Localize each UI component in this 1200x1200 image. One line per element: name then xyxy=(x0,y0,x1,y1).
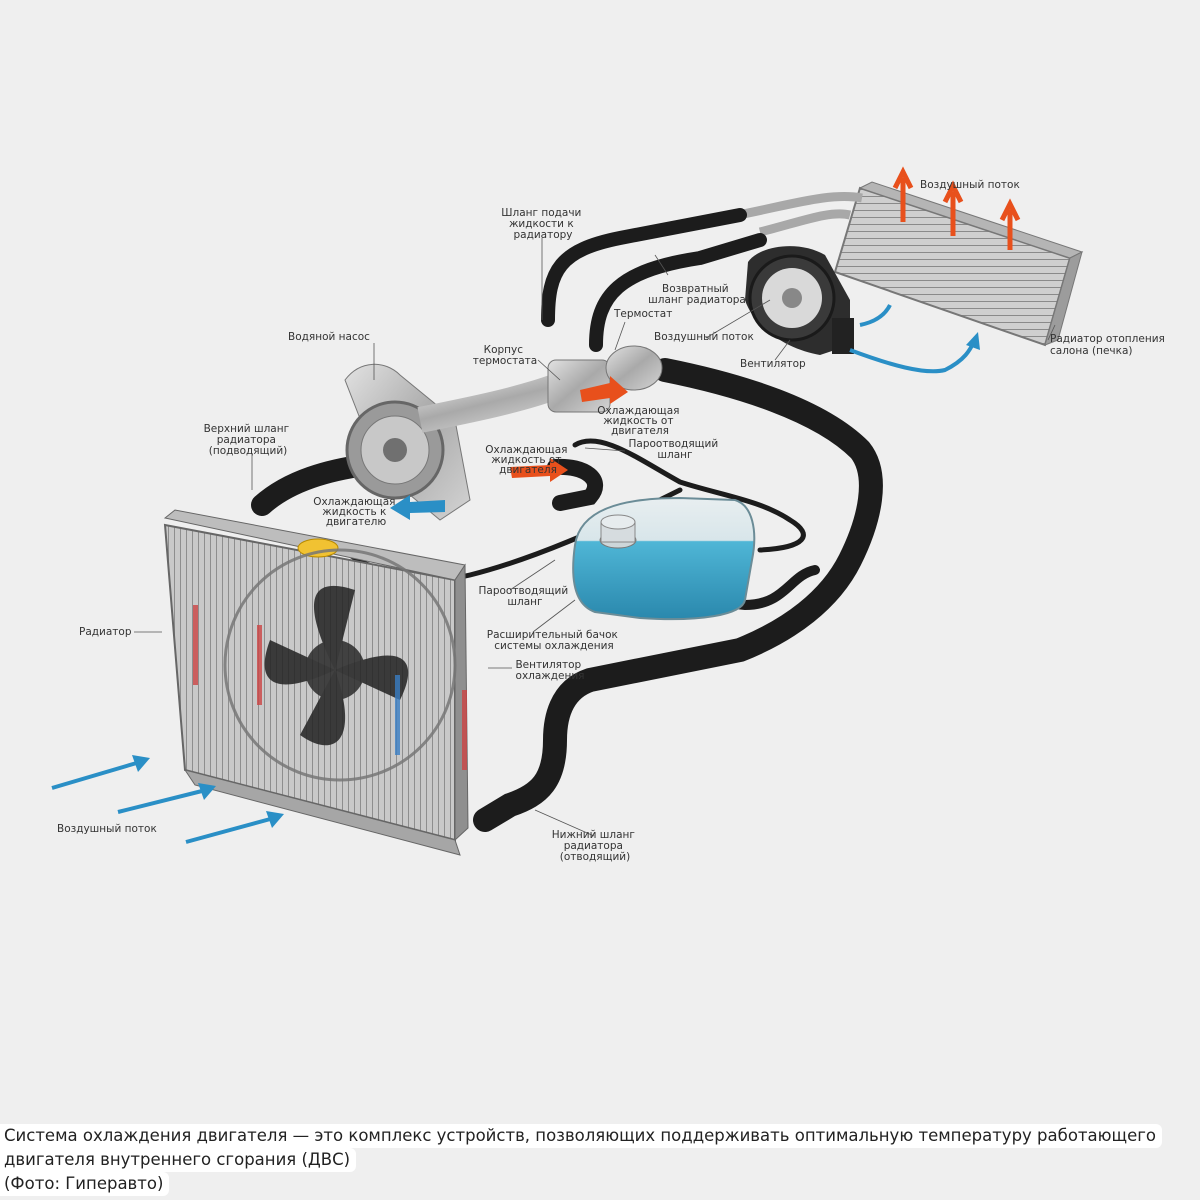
label-thermostat-housing: Корпус термостата xyxy=(473,344,537,367)
caption-line-2: двигателя внутреннего сгорания (ДВС) xyxy=(0,1148,357,1172)
label-thermostat: Термостат xyxy=(613,308,672,320)
cooling-fan xyxy=(223,548,457,782)
water-pump xyxy=(344,363,565,521)
label-vapor-hose-1: Пароотводящий шланг xyxy=(628,438,721,461)
cooling-system-diagram: Воздушный поток Шланг подачи жидкости к … xyxy=(51,166,1168,863)
label-expansion-tank: Расширительный бачок системы охлаждения xyxy=(487,629,621,652)
thermostat-housing xyxy=(547,345,663,413)
hot-coolant-arrow-1 xyxy=(580,376,628,404)
label-water-pump: Водяной насос xyxy=(288,331,370,343)
label-heater-core: Радиатор отопления салона (печка) xyxy=(1050,333,1168,357)
label-vapor-hose-2: Пароотводящий шланг xyxy=(478,585,571,608)
diagram-labels: Воздушный поток Шланг подачи жидкости к … xyxy=(57,179,1168,863)
label-coolant-from-engine-1: Охлаждающая жидкость от двигателя xyxy=(597,405,683,437)
label-lower-hose: Нижний шланг радиатора (отводящий) xyxy=(552,829,639,863)
hot-coolant-arrow-2 xyxy=(510,458,568,482)
image-caption: Система охлаждения двигателя — это компл… xyxy=(0,1124,1200,1196)
heater-core xyxy=(833,181,1084,347)
label-air-flow-top: Воздушный поток xyxy=(920,179,1020,191)
heater-pipes xyxy=(737,191,863,237)
caption-credit: (Фото: Гиперавто) xyxy=(0,1172,170,1196)
flow-arrows xyxy=(51,166,1021,844)
label-air-flow-bottom: Воздушный поток xyxy=(57,823,157,835)
radiator-flow-bars xyxy=(193,605,467,770)
label-upper-hose: Верхний шланг радиатора (подводящий) xyxy=(204,423,293,457)
label-air-flow-fan: Воздушный поток xyxy=(654,331,754,343)
label-coolant-to-engine: Охлаждающая жидкость к двигателю xyxy=(313,496,399,528)
label-radiator: Радиатор xyxy=(79,626,132,638)
label-supply-hose: Шланг подачи жидкости к радиатору xyxy=(501,207,584,241)
cold-coolant-arrow xyxy=(390,495,445,520)
label-coolant-from-engine-2: Охлаждающая жидкость от двигателя xyxy=(485,444,571,476)
label-return-hose: Возвратный шланг радиатора xyxy=(648,283,746,306)
blower-fan xyxy=(745,246,854,355)
leader-lines xyxy=(134,238,1056,837)
expansion-tank xyxy=(572,496,756,621)
label-blower: Вентилятор xyxy=(740,358,806,370)
caption-line-1: Система охлаждения двигателя — это компл… xyxy=(0,1124,1162,1148)
label-cooling-fan: Вентилятор охлаждения xyxy=(515,659,584,682)
